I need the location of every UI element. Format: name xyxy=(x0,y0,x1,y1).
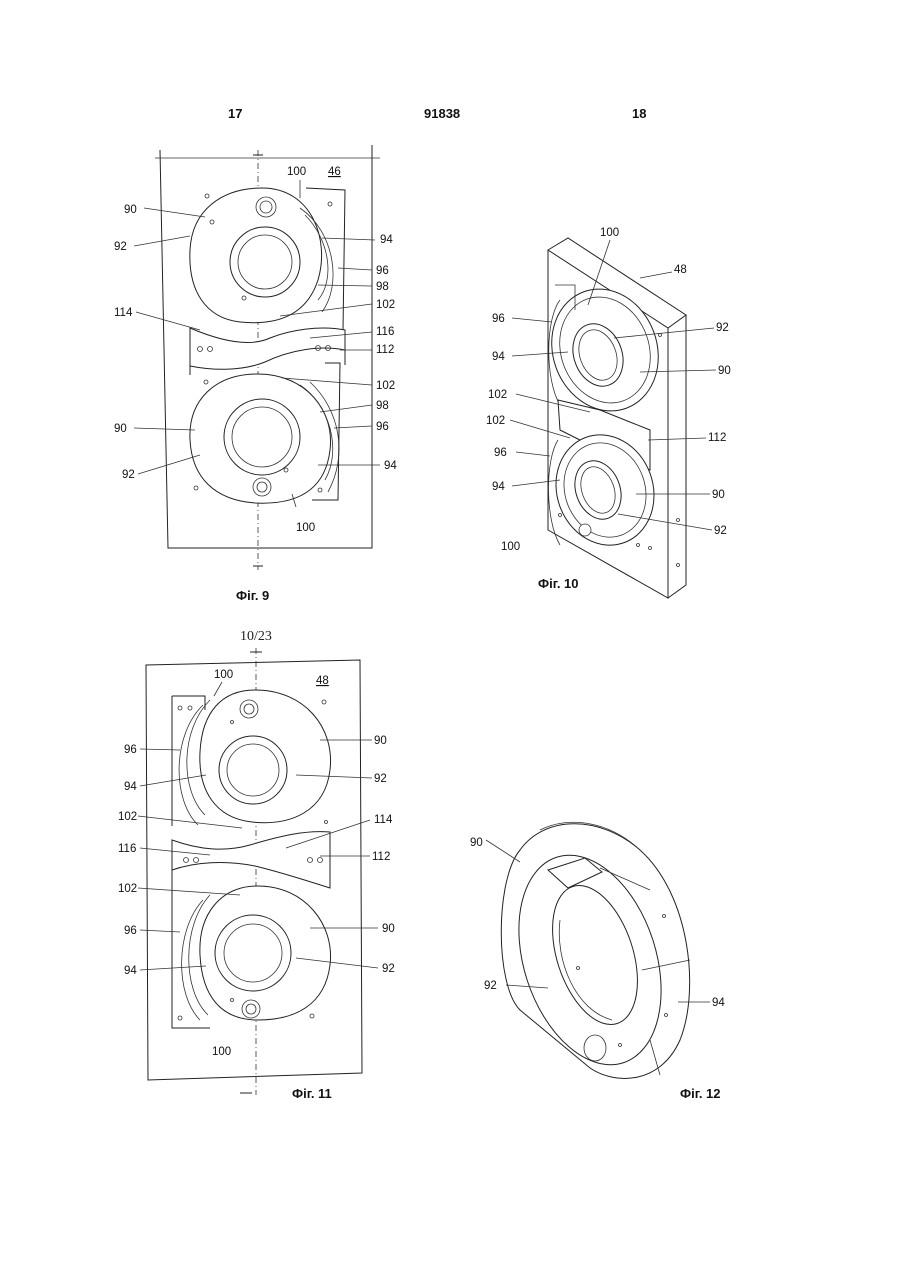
fig9-label-100: 100 xyxy=(287,166,306,178)
fig12-caption: Фiг. 12 xyxy=(680,1086,721,1101)
fig10-label-92: 92 xyxy=(716,322,729,334)
fig9-label-112: 112 xyxy=(376,344,394,356)
fig9-label-96b: 96 xyxy=(376,421,389,433)
fig9-label-90: 90 xyxy=(124,204,137,216)
fig9-caption: Фiг. 9 xyxy=(236,588,269,603)
fig11-label-90b: 90 xyxy=(382,923,395,935)
fig9-label-98b: 98 xyxy=(376,400,389,412)
fig11-label-94b: 94 xyxy=(124,965,137,977)
fig11-label-116: 116 xyxy=(118,843,136,855)
fig11-label-102b: 102 xyxy=(118,883,137,895)
fig10-caption: Фiг. 10 xyxy=(538,576,579,591)
fig10-label-112: 112 xyxy=(708,432,726,444)
fig9-label-102b: 102 xyxy=(376,380,395,392)
fig11-label-100b: 100 xyxy=(212,1046,231,1058)
fig10-label-100b: 100 xyxy=(501,541,520,553)
fig11-label-96: 96 xyxy=(124,744,137,756)
fig9-label-94: 94 xyxy=(380,234,393,246)
fig10-label-94: 94 xyxy=(492,351,505,363)
fig9-label-94b: 94 xyxy=(384,460,397,472)
fig9-label-116: 116 xyxy=(376,326,394,338)
fig9-label-92: 92 xyxy=(114,241,127,253)
fig12-label-94: 94 xyxy=(712,997,725,1009)
fig12-label-90: 90 xyxy=(470,837,483,849)
fig9-label-114: 114 xyxy=(114,307,133,319)
fig9-label-96: 96 xyxy=(376,265,389,277)
fig11-label-96b: 96 xyxy=(124,925,137,937)
figure-11: 10/23 xyxy=(118,629,395,1101)
fig10-label-100: 100 xyxy=(600,227,619,239)
fig12-label-92: 92 xyxy=(484,980,497,992)
fig10-label-96b: 96 xyxy=(494,447,507,459)
fig10-label-102: 102 xyxy=(488,389,507,401)
fig11-label-112: 112 xyxy=(372,851,390,863)
fig11-ref-48: 48 xyxy=(316,675,329,687)
fig10-label-48: 48 xyxy=(674,264,687,276)
fig9-label-102: 102 xyxy=(376,299,395,311)
fig11-label-90: 90 xyxy=(374,735,387,747)
fig11-caption: Фiг. 11 xyxy=(292,1086,332,1101)
fig9-label-92b: 92 xyxy=(122,469,135,481)
fig10-label-94b: 94 xyxy=(492,481,505,493)
figure-10: 100 48 96 92 94 90 102 102 112 96 94 90 … xyxy=(486,227,731,598)
fig9-ref-46: 46 xyxy=(328,166,341,178)
page-marker: 10/23 xyxy=(240,629,272,644)
fig11-label-114: 114 xyxy=(374,814,393,826)
figure-9: 100 46 90 92 94 96 98 102 114 116 112 10… xyxy=(114,145,397,603)
fig11-label-100: 100 xyxy=(214,669,233,681)
fig10-label-90b: 90 xyxy=(712,489,725,501)
fig10-label-90: 90 xyxy=(718,365,731,377)
fig10-label-92b: 92 xyxy=(714,525,727,537)
fig10-label-96: 96 xyxy=(492,313,505,325)
fig11-label-102: 102 xyxy=(118,811,137,823)
fig10-label-102b: 102 xyxy=(486,415,505,427)
fig9-label-100b: 100 xyxy=(296,522,315,534)
fig11-label-92b: 92 xyxy=(382,963,395,975)
fig9-label-90b: 90 xyxy=(114,423,127,435)
fig11-label-92: 92 xyxy=(374,773,387,785)
fig11-label-94: 94 xyxy=(124,781,137,793)
fig9-label-98: 98 xyxy=(376,281,389,293)
figure-12: 90 92 94 Фiг. 12 xyxy=(470,822,725,1101)
